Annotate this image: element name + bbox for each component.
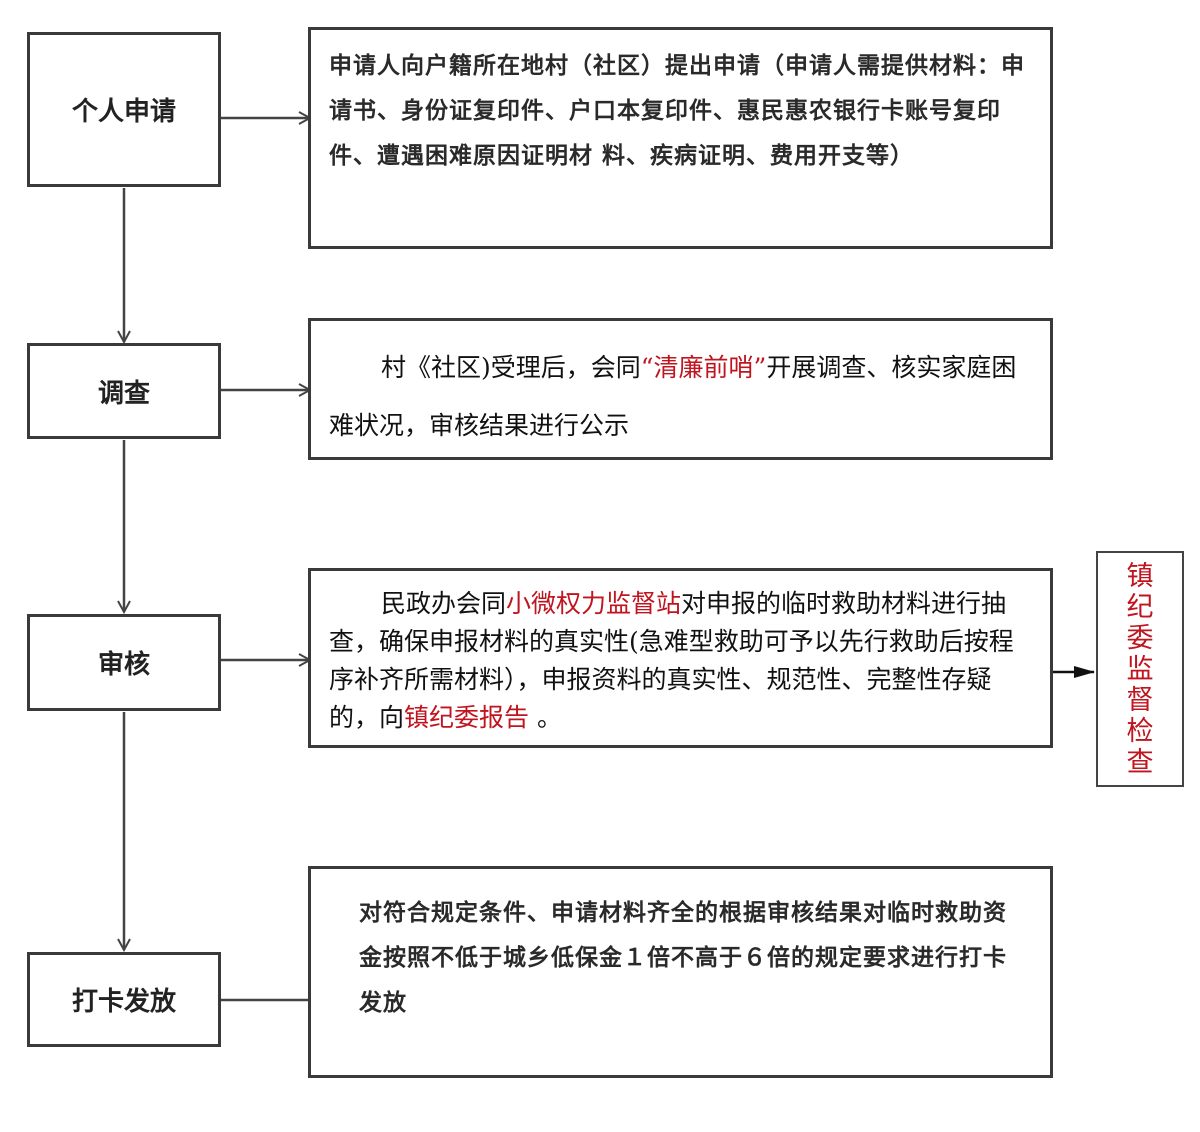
desc-investigation-text-2: 开展调查、核实家庭困难状况，审核结果进行公示	[329, 353, 1017, 440]
step-label: 打卡发放	[71, 987, 176, 1017]
town-discipline-supervision-box: 镇 纪 委 监 督 检 查	[1096, 551, 1184, 787]
desc-application: 申请人向户籍所在地村（社区）提出申请（申请人需提供材料：申请书、身份证复印件、户…	[308, 27, 1053, 249]
step-label: 审核	[97, 650, 150, 680]
side-char: 委	[1126, 622, 1154, 654]
side-char: 督	[1126, 684, 1154, 716]
desc-review-text-2: 对申报的临时救助材料进行抽查，确保申报材料的真实性(急难型救助可予以先行救助后按…	[329, 589, 1014, 732]
desc-review: 民政办会同小微权力监督站对申报的临时救助材料进行抽查，确保申报材料的真实性(急难…	[308, 568, 1053, 748]
desc-application-text: 申请人向户籍所在地村（社区）提出申请（申请人需提供材料：申请书、身份证复印件、户…	[329, 53, 1025, 169]
step-personal-application: 个人申请	[27, 32, 221, 187]
desc-payout-text: 对符合规定条件、申请材料齐全的根据审核结果对临时救助资金按照不低于城乡低保金１倍…	[359, 900, 1007, 1016]
side-char: 镇	[1126, 560, 1154, 592]
desc-review-text-3: 。	[529, 703, 562, 732]
desc-investigation: 村《社区)受理后，会同“清廉前哨”开展调查、核实家庭困难状况，审核结果进行公示	[308, 318, 1053, 460]
step-review: 审核	[27, 614, 221, 711]
side-char: 检	[1126, 715, 1154, 747]
step-investigation: 调查	[27, 343, 221, 439]
desc-payout: 对符合规定条件、申请材料齐全的根据审核结果对临时救助资金按照不低于城乡低保金１倍…	[308, 866, 1053, 1078]
step-card-payout: 打卡发放	[27, 952, 221, 1047]
side-char: 监	[1126, 653, 1154, 685]
town-discipline-report-highlight: 镇纪委报告	[404, 703, 530, 732]
qinglian-qianshao-highlight: “清廉前哨”	[640, 353, 767, 382]
desc-review-text-1: 民政办会同	[381, 589, 507, 618]
side-char: 查	[1126, 746, 1154, 778]
step-label: 调查	[97, 378, 150, 409]
step-label: 个人申请	[71, 97, 176, 127]
supervision-station-highlight: 小微权力监督站	[506, 589, 682, 618]
desc-investigation-text-1: 村《社区)受理后，会同	[381, 353, 641, 382]
side-char: 纪	[1126, 591, 1154, 623]
